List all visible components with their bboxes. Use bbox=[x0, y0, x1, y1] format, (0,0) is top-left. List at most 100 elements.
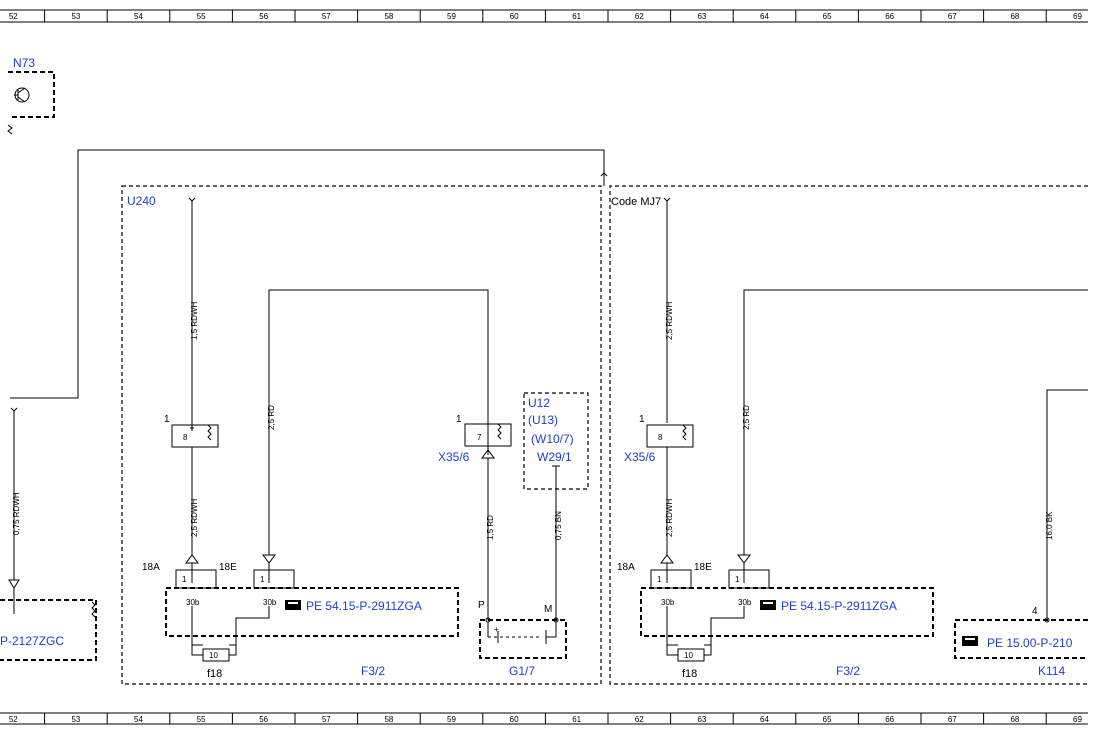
top-scale-number: 58 bbox=[384, 12, 393, 21]
svg-text:1: 1 bbox=[456, 414, 462, 425]
svg-text:8: 8 bbox=[658, 433, 663, 442]
f3-2-label[interactable]: F3/2 bbox=[361, 664, 385, 678]
top-scale-number: 67 bbox=[948, 12, 957, 21]
svg-text:+: + bbox=[494, 625, 499, 634]
code-mj7-frame bbox=[609, 185, 1088, 685]
svg-text:1: 1 bbox=[657, 575, 662, 584]
svg-text:10: 10 bbox=[209, 651, 218, 660]
x35-6-label-1[interactable]: X35/6 bbox=[438, 450, 470, 464]
top-scale-number: 62 bbox=[635, 12, 644, 21]
pe-54-15-link[interactable]: PE 54.15-P-2911ZGA bbox=[285, 599, 422, 613]
connector-arrow-icon bbox=[660, 554, 674, 564]
svg-text:1: 1 bbox=[639, 414, 645, 425]
resistor-icon bbox=[207, 424, 212, 441]
connector-arrow-icon bbox=[262, 554, 276, 564]
n73-label[interactable]: N73 bbox=[13, 56, 35, 70]
u240-label[interactable]: U240 bbox=[127, 194, 156, 208]
pe-54-15-link-mj7[interactable]: PE 54.15-P-2911ZGA bbox=[760, 599, 897, 613]
svg-text:8: 8 bbox=[183, 433, 188, 442]
battery-icon: + bbox=[487, 622, 557, 644]
svg-text:30b: 30b bbox=[738, 598, 752, 607]
code-mj7-label: Code MJ7 bbox=[611, 196, 661, 208]
wire-label-1-5-rdwh: 1,5 RDWH bbox=[190, 302, 199, 340]
wire-label-2-5-rd-mj7: 2,5 RD bbox=[742, 405, 751, 430]
svg-text:1: 1 bbox=[182, 575, 187, 584]
svg-text:30b: 30b bbox=[661, 598, 675, 607]
relay-8: 1 8 bbox=[164, 414, 219, 448]
w29-1-label[interactable]: W29/1 bbox=[537, 450, 572, 464]
resistor-icon bbox=[682, 424, 687, 441]
wire-label-0-75-bn: 0,75 BN bbox=[554, 511, 563, 540]
top-scale-number: 66 bbox=[885, 12, 894, 21]
wire-label-0-75-rdwh: 0,75 RDWH bbox=[12, 492, 21, 535]
transistor-icon bbox=[14, 87, 30, 103]
top-scale-number: 53 bbox=[71, 12, 80, 21]
bottom-scale-number: 63 bbox=[697, 715, 706, 724]
k114-label[interactable]: K114 bbox=[1038, 664, 1065, 678]
bottom-scale-number: 64 bbox=[760, 715, 769, 724]
svg-text:7: 7 bbox=[477, 433, 482, 442]
resistor-icon bbox=[497, 423, 502, 440]
top-scale-number: 52 bbox=[9, 12, 18, 21]
pointing-hand-icon bbox=[962, 636, 978, 646]
relay-8-mj7: 1 8 bbox=[639, 414, 694, 448]
top-scale-number: 61 bbox=[572, 12, 581, 21]
top-scale-number: 68 bbox=[1010, 12, 1019, 21]
pin-18a: 18A bbox=[142, 562, 160, 573]
wire-label-16-0-bk: 16,0 BK bbox=[1045, 511, 1054, 540]
svg-text:P: P bbox=[478, 600, 485, 611]
bottom-scale-number: 59 bbox=[447, 715, 456, 724]
k114-block bbox=[954, 619, 1088, 659]
top-scale-number: 63 bbox=[697, 12, 706, 21]
bottom-scale-number: 60 bbox=[510, 715, 519, 724]
bottom-scale-number: 58 bbox=[384, 715, 393, 724]
x35-6-label-2[interactable]: X35/6 bbox=[624, 450, 656, 464]
connector-arrow-icon bbox=[737, 554, 751, 564]
top-scale-number: 57 bbox=[322, 12, 331, 21]
wire-label-1-5-rd: 1,5 RD bbox=[486, 515, 495, 540]
f3-2-block bbox=[165, 587, 459, 637]
top-scale-number: 59 bbox=[447, 12, 456, 21]
left-ref-link[interactable]: P-2127ZGC bbox=[0, 634, 64, 648]
g1-7-label[interactable]: G1/7 bbox=[509, 664, 535, 678]
f3-2-block-mj7 bbox=[640, 587, 934, 637]
svg-text:M: M bbox=[544, 604, 552, 615]
bottom-scale-number: 69 bbox=[1073, 715, 1082, 724]
g1-7-block bbox=[479, 619, 567, 659]
wire-label-2-5-rdwh: 2,5 RDWH bbox=[190, 499, 199, 537]
top-scale-number: 54 bbox=[134, 12, 143, 21]
pin-18e-mj7: 18E bbox=[694, 562, 712, 573]
pe-15-00-link[interactable]: PE 15.00-P-210 bbox=[962, 636, 1073, 650]
svg-text:4: 4 bbox=[1032, 606, 1038, 617]
bottom-scale-number: 54 bbox=[134, 715, 143, 724]
connector-arrow-icon bbox=[8, 579, 20, 589]
f18-label-mj7: f18 bbox=[682, 668, 697, 680]
top-scale-number: 60 bbox=[510, 12, 519, 21]
svg-text:1: 1 bbox=[164, 414, 170, 425]
u13-label[interactable]: (U13) bbox=[528, 413, 558, 427]
u12-label[interactable]: U12 bbox=[528, 396, 550, 410]
bottom-scale-number: 53 bbox=[71, 715, 80, 724]
pin-18a-mj7: 18A bbox=[617, 562, 635, 573]
wire-label-2-5-rdwh-mj7: 2,5 RDWH bbox=[665, 302, 674, 340]
bottom-scale-number: 68 bbox=[1010, 715, 1019, 724]
bottom-scale-number: 62 bbox=[635, 715, 644, 724]
f3-2-label-mj7[interactable]: F3/2 bbox=[836, 664, 860, 678]
svg-text:1: 1 bbox=[260, 575, 265, 584]
top-scale-number: 56 bbox=[259, 12, 268, 21]
bottom-scale-number: 67 bbox=[948, 715, 957, 724]
bottom-scale-number: 61 bbox=[572, 715, 581, 724]
svg-text:10: 10 bbox=[684, 651, 693, 660]
bottom-scale-number: 57 bbox=[322, 715, 331, 724]
pin-18e: 18E bbox=[219, 562, 237, 573]
wire-label-2-5-rd: 2,5 RD bbox=[267, 405, 276, 430]
connector-arrow-icon bbox=[185, 554, 199, 564]
pointing-hand-icon bbox=[760, 600, 776, 610]
u240-frame bbox=[121, 185, 602, 685]
pointing-hand-icon bbox=[285, 600, 301, 610]
svg-text:30b: 30b bbox=[186, 598, 200, 607]
w10-7-label[interactable]: (W10/7) bbox=[531, 432, 574, 446]
